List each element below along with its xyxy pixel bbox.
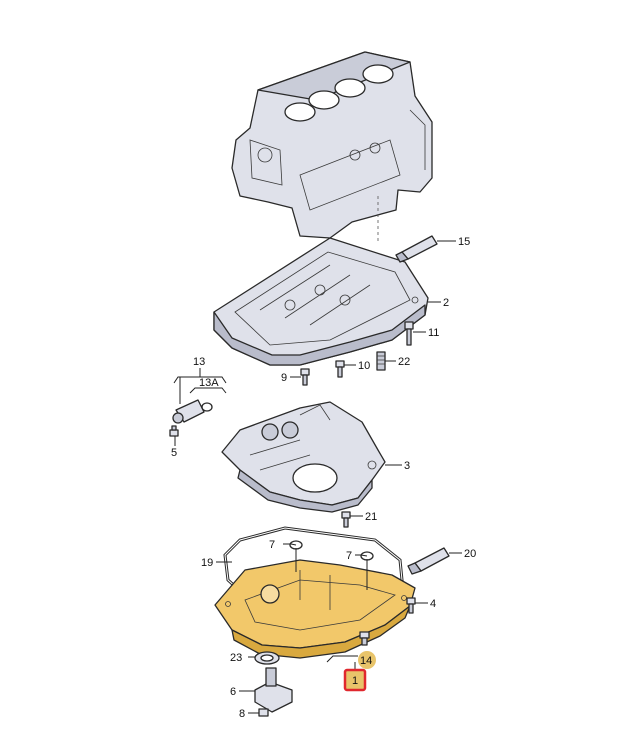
callout-3[interactable]: 3: [404, 460, 410, 472]
sealant-tube-20: [407, 547, 450, 575]
oil-sensor-6: [254, 667, 293, 713]
callout-13[interactable]: 13: [193, 356, 205, 368]
bolt-4: [406, 597, 416, 614]
upper-oil-pan: [213, 237, 429, 366]
callout-15[interactable]: 15: [458, 236, 470, 248]
callout-23[interactable]: 23: [230, 652, 242, 664]
lower-oil-pan: [214, 559, 416, 659]
drain-plug-14: [359, 631, 370, 646]
bolt-9: [300, 368, 310, 386]
sealant-tube-15: [395, 235, 438, 263]
callout-2[interactable]: 2: [443, 297, 449, 309]
engine-block: [231, 51, 433, 239]
callout-11[interactable]: 11: [428, 327, 439, 339]
baffle-plate: [221, 401, 386, 513]
callout-8[interactable]: 8: [239, 708, 245, 720]
callout-10[interactable]: 10: [358, 360, 370, 372]
oil-level-sensor-13: [172, 399, 213, 424]
callout-4[interactable]: 4: [430, 598, 436, 610]
bolt-10: [335, 360, 345, 378]
callout-7-right[interactable]: 7: [346, 550, 352, 562]
callout-14[interactable]: 14: [360, 655, 372, 667]
callout-7-left[interactable]: 7: [269, 539, 275, 551]
callout-1-selection-box: [343, 668, 367, 692]
bolt-21: [341, 511, 351, 528]
callout-1[interactable]: 1: [352, 675, 358, 687]
callout-14-badge: [358, 651, 376, 669]
callout-9[interactable]: 9: [281, 372, 287, 384]
callout-19[interactable]: 19: [201, 557, 213, 569]
callout-21[interactable]: 21: [365, 511, 377, 523]
bolt-8: [258, 708, 269, 717]
bolt-5: [169, 425, 179, 437]
callout-20[interactable]: 20: [464, 548, 476, 560]
callout-6[interactable]: 6: [230, 686, 236, 698]
callout-13a[interactable]: 13A: [199, 377, 219, 389]
stud-22: [376, 351, 386, 371]
bolt-11: [404, 321, 414, 346]
callout-22[interactable]: 22: [398, 356, 410, 368]
callout-5[interactable]: 5: [171, 447, 177, 459]
